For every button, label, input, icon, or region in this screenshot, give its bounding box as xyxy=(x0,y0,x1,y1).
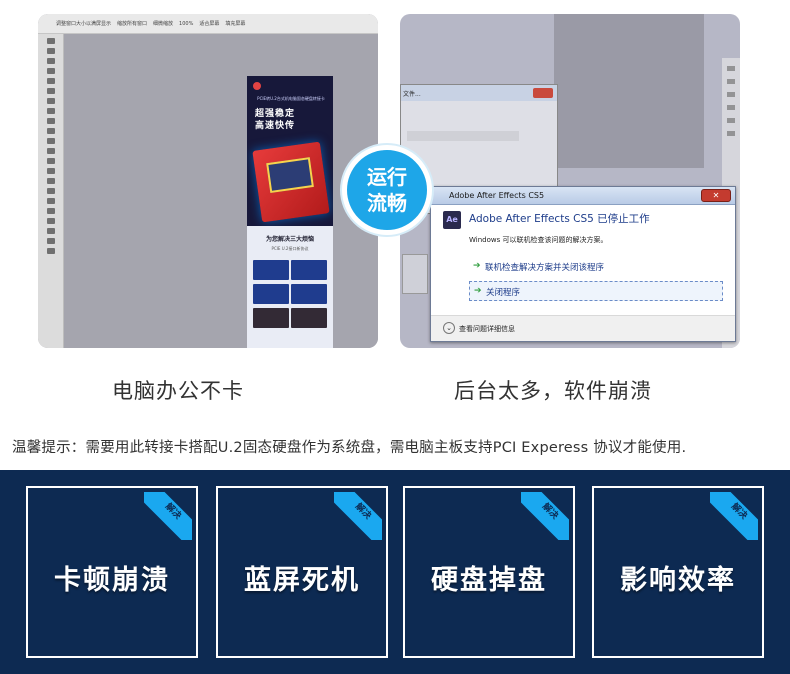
editor-toolbar: 调整窗口大小以满屏显示 缩放所有窗口 细微缩放 100% 适合屏幕 填充屏幕 xyxy=(38,14,378,34)
toolbar-item[interactable]: 调整窗口大小以满屏显示 xyxy=(56,21,112,27)
tool-icon[interactable] xyxy=(46,38,55,44)
option-label: 联机检查解决方案并关闭该程序 xyxy=(485,263,605,273)
tool-icon[interactable] xyxy=(46,128,55,134)
problem-card: 解决 蓝屏死机 xyxy=(216,486,388,658)
warm-tip: 温馨提示：需要用此转接卡搭配U.2固态硬盘作为系统盘，需电脑主板支持PCI Ex… xyxy=(12,440,687,456)
tool-icon[interactable] xyxy=(46,218,55,224)
toolbar-item[interactable]: 缩放所有窗口 xyxy=(117,21,148,27)
toolbar-item[interactable]: 适合屏幕 xyxy=(199,21,220,27)
dialog-message: Windows 可以联机检查该问题的解决方案。 xyxy=(469,236,608,244)
banner-tile xyxy=(291,284,327,304)
tool-icon[interactable] xyxy=(46,88,55,94)
banner-tile xyxy=(291,260,327,280)
background-window-title: 文件... xyxy=(401,85,557,101)
dialog-footer: ⌄ 查看问题详细信息 xyxy=(431,315,735,341)
tool-icon[interactable] xyxy=(46,148,55,154)
problem-card: 解决 硬盘掉盘 xyxy=(403,486,575,658)
dialog-heading: Adobe After Effects CS5 已停止工作 xyxy=(469,213,650,225)
banner-section-title: 为您解决三大烦恼 xyxy=(265,236,314,243)
tool-icon[interactable] xyxy=(727,131,735,136)
tool-icon[interactable] xyxy=(46,198,55,204)
tool-icon[interactable] xyxy=(46,178,55,184)
problem-label: 影响效率 xyxy=(620,565,736,596)
caption-left: 电脑办公不卡 xyxy=(112,379,244,403)
tool-icon[interactable] xyxy=(46,138,55,144)
tool-icon[interactable] xyxy=(46,238,55,244)
product-banner: PCIE转U.2台式机电脑固态硬盘转接卡 超强稳定 高速快传 为您解决三大烦恼 … xyxy=(247,76,333,348)
tool-icon[interactable] xyxy=(727,79,735,84)
problem-label: 卡顿崩溃 xyxy=(54,565,170,596)
tool-icon[interactable] xyxy=(46,228,55,234)
close-program-option[interactable]: ➔ 关闭程序 xyxy=(469,281,723,301)
toolbar-item[interactable]: 填充屏幕 xyxy=(225,21,246,27)
tools-panel xyxy=(38,34,64,348)
check-online-option[interactable]: ➔ 联机检查解决方案并关闭该程序 xyxy=(469,257,723,277)
problem-label: 蓝屏死机 xyxy=(244,565,360,596)
banner-headline: 高速快传 xyxy=(255,121,296,131)
view-details-link[interactable]: 查看问题详细信息 xyxy=(459,325,515,333)
left-screenshot: 调整窗口大小以满屏显示 缩放所有窗口 细微缩放 100% 适合屏幕 填充屏幕 P… xyxy=(38,14,378,348)
after-effects-icon: Ae xyxy=(443,211,461,229)
caption-right: 后台太多，软件崩溃 xyxy=(454,379,652,403)
close-button[interactable]: ✕ xyxy=(701,189,731,202)
chevron-down-icon[interactable]: ⌄ xyxy=(443,322,455,334)
banner-section-sub: PCIE U.2接口新协议 xyxy=(271,246,309,251)
tool-icon[interactable] xyxy=(46,68,55,74)
tool-icon[interactable] xyxy=(46,58,55,64)
tool-icon[interactable] xyxy=(46,158,55,164)
brand-logo-icon xyxy=(253,82,261,90)
tool-icon[interactable] xyxy=(46,118,55,124)
toolbar-item[interactable]: 100% xyxy=(179,20,194,27)
arrow-right-icon: ➔ xyxy=(474,286,482,296)
problems-band: 解决 卡顿崩溃 解决 蓝屏死机 解决 硬盘掉盘 解决 影响效率 xyxy=(0,470,790,674)
text-tool-icon[interactable] xyxy=(727,66,735,71)
progress-bar xyxy=(407,131,519,141)
error-dialog: Adobe After Effects CS5 ✕ Ae Adobe After… xyxy=(430,186,736,342)
toolbar-item[interactable]: 细微缩放 xyxy=(153,21,174,27)
banner-subtitle: PCIE转U.2台式机电脑固态硬盘转接卡 xyxy=(257,96,325,101)
dialog-title: Adobe After Effects CS5 xyxy=(449,191,545,200)
tool-icon[interactable] xyxy=(46,48,55,54)
dialog-titlebar: Adobe After Effects CS5 ✕ xyxy=(431,187,735,205)
arrow-right-icon: ➔ xyxy=(473,261,481,271)
tool-icon[interactable] xyxy=(727,118,735,123)
tool-icon[interactable] xyxy=(46,168,55,174)
tool-icon[interactable] xyxy=(46,248,55,254)
problem-label: 硬盘掉盘 xyxy=(431,565,547,596)
tool-icon[interactable] xyxy=(727,92,735,97)
banner-lower-section: 为您解决三大烦恼 PCIE U.2接口新协议 xyxy=(247,226,333,348)
side-button[interactable] xyxy=(402,254,428,294)
banner-tile xyxy=(291,308,327,328)
tool-icon[interactable] xyxy=(46,98,55,104)
problem-card: 解决 卡顿崩溃 xyxy=(26,486,198,658)
tool-icon[interactable] xyxy=(46,208,55,214)
smooth-running-badge: 运行 流畅 xyxy=(342,145,432,235)
badge-line: 运行 xyxy=(367,165,407,189)
badge-line: 流畅 xyxy=(367,191,407,215)
tool-icon[interactable] xyxy=(727,105,735,110)
adapter-card-image xyxy=(252,141,330,223)
option-label: 关闭程序 xyxy=(486,288,521,298)
banner-tile xyxy=(253,260,289,280)
tool-icon[interactable] xyxy=(46,188,55,194)
close-icon[interactable] xyxy=(533,88,553,98)
background-panel xyxy=(554,14,704,168)
problem-card: 解决 影响效率 xyxy=(592,486,764,658)
banner-headline: 超强稳定 xyxy=(255,109,296,119)
banner-tile xyxy=(253,308,289,328)
banner-tile xyxy=(253,284,289,304)
tool-icon[interactable] xyxy=(46,108,55,114)
tool-icon[interactable] xyxy=(46,78,55,84)
